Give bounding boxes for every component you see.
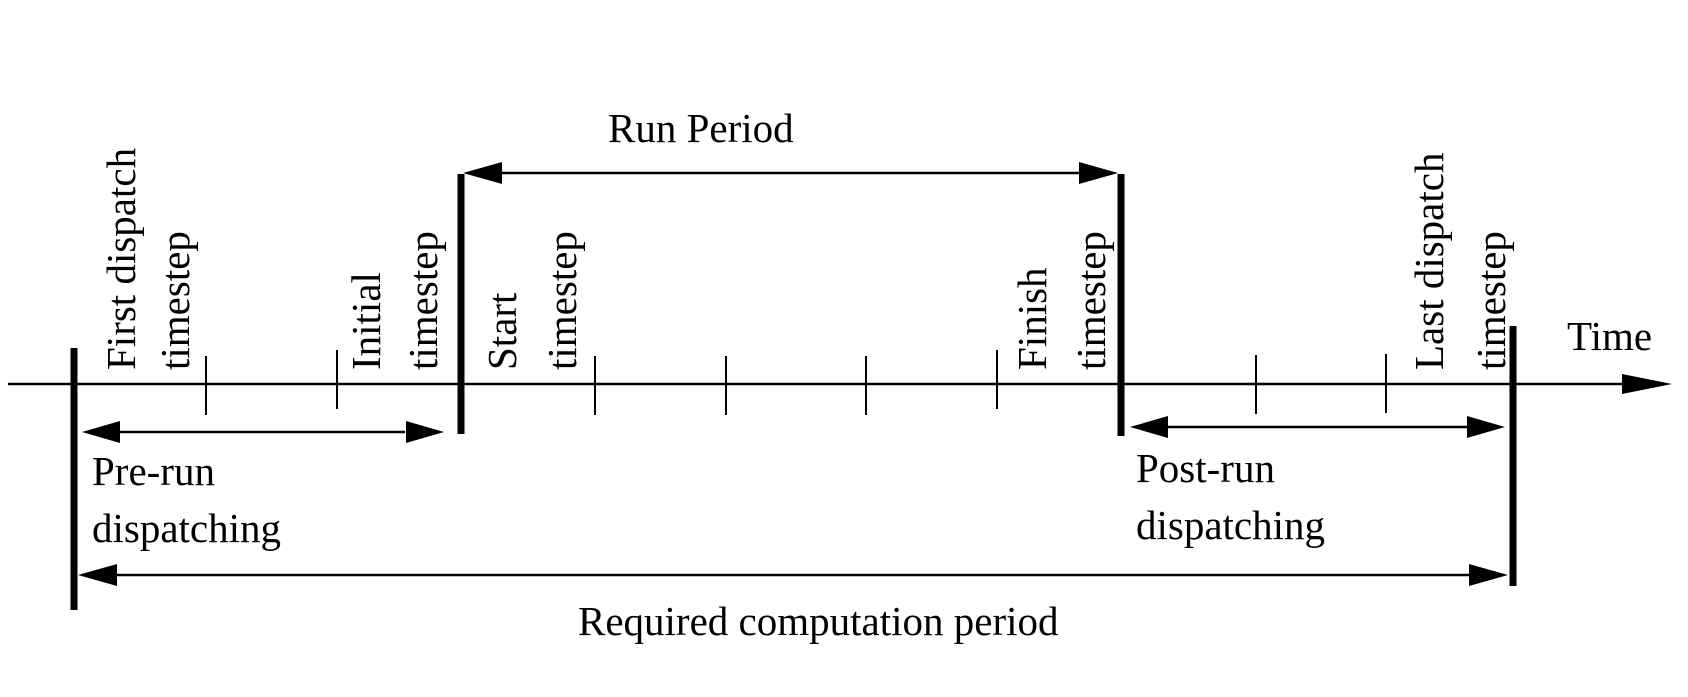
axis-label-time: Time <box>1567 313 1652 359</box>
last-dispatch-line-2: timestep <box>1468 231 1514 370</box>
required-period-arrow <box>78 564 1508 586</box>
start-line-2: timestep <box>539 231 585 370</box>
time-axis-arrowhead <box>1622 374 1672 394</box>
post-run-label: Post-run dispatching <box>1136 445 1325 548</box>
last-dispatch-label: Last dispatch timestep <box>1406 142 1514 370</box>
start-timestep-label: Start timestep <box>479 231 585 370</box>
first-dispatch-line-1: First dispatch <box>98 148 144 370</box>
pre-run-label: Pre-run dispatching <box>92 448 281 551</box>
initial-line-2: timestep <box>400 231 446 370</box>
run-period-arrow <box>463 162 1118 184</box>
run-period-label: Run Period <box>608 105 794 151</box>
post-run-arrow <box>1130 416 1505 438</box>
start-line-1: Start <box>479 292 525 370</box>
first-dispatch-label: First dispatch timestep <box>98 138 198 370</box>
finish-timestep-label: Finish timestep <box>1009 231 1114 370</box>
pre-run-arrow <box>82 421 444 443</box>
post-run-line-1: Post-run <box>1136 445 1275 491</box>
finish-line-2: timestep <box>1068 231 1114 370</box>
last-dispatch-line-1: Last dispatch <box>1406 153 1452 370</box>
pre-run-line-2: dispatching <box>92 505 281 551</box>
initial-line-1: Initial <box>343 272 389 370</box>
finish-line-1: Finish <box>1009 267 1055 370</box>
required-period-label: Required computation period <box>578 598 1059 644</box>
pre-run-line-1: Pre-run <box>92 448 215 494</box>
initial-timestep-label: Initial timestep <box>343 231 446 370</box>
first-dispatch-line-2: timestep <box>152 231 198 370</box>
post-run-line-2: dispatching <box>1136 502 1325 548</box>
